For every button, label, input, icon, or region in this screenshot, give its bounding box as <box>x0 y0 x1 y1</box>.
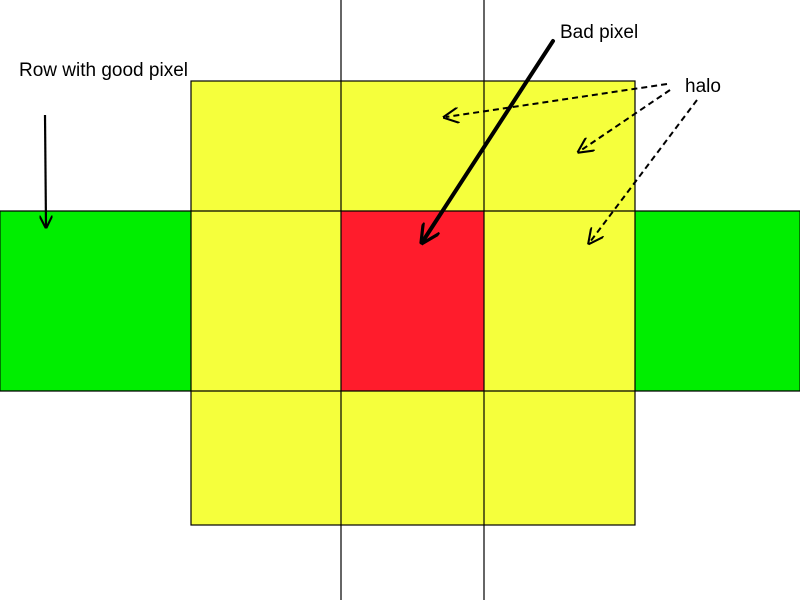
row-label-arrow <box>45 114 46 226</box>
good-row-left <box>0 210 192 392</box>
bad-pixel-label: Bad pixel <box>560 22 639 43</box>
good-row-right <box>634 210 800 392</box>
halo-arrow-1 <box>446 83 668 117</box>
halo-label: halo <box>685 76 721 97</box>
row-with-good-pixel-label: Row with good pixel <box>19 60 188 81</box>
bad-pixel-arrow <box>423 39 555 241</box>
halo-arrow-2 <box>580 89 671 151</box>
bad-pixel-cell <box>340 210 485 392</box>
